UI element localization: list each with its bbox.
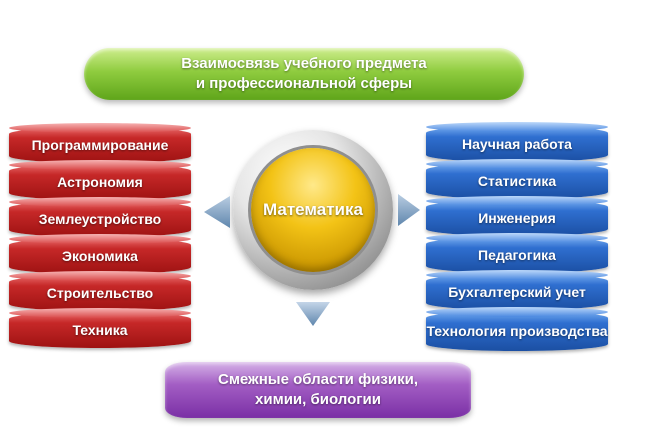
arrow-right-icon xyxy=(398,194,420,226)
top-banner-line-2: и профессиональной сферы xyxy=(195,75,413,92)
center-label: Математика xyxy=(263,200,363,219)
top-banner-line-1: Взаимосвязь учебного предмета xyxy=(181,55,427,72)
center-ring: Математика xyxy=(233,130,393,290)
left-item-engineering-tech: Техника xyxy=(9,308,191,348)
bottom-banner-line-2: химии, биологии xyxy=(255,391,381,408)
top-banner: Взаимосвязь учебного предмета и професси… xyxy=(84,48,524,100)
right-item-accounting: Бухгалтерский учет xyxy=(426,270,608,310)
left-item-construction: Строительство xyxy=(9,271,191,311)
left-item-programming: Программирование xyxy=(9,123,191,163)
left-stack: Программирование Астрономия Землеустройс… xyxy=(9,123,191,349)
left-item-economics: Экономика xyxy=(9,234,191,274)
right-item-research: Научная работа xyxy=(426,122,608,162)
bottom-banner: Смежные области физики, химии, биологии xyxy=(165,362,471,418)
left-item-astronomy: Астрономия xyxy=(9,160,191,200)
left-item-land-management: Землеустройство xyxy=(9,197,191,237)
bottom-banner-line-1: Смежные области физики, xyxy=(217,371,418,388)
right-item-statistics: Статистика xyxy=(426,159,608,199)
right-item-engineering: Инженерия xyxy=(426,196,608,236)
arrow-left-icon xyxy=(204,196,230,228)
right-item-production-technology: Технология производства xyxy=(426,307,608,351)
center-circle: Математика xyxy=(251,148,375,272)
right-item-pedagogy: Педагогика xyxy=(426,233,608,273)
right-stack: Научная работа Статистика Инженерия Педа… xyxy=(426,122,608,352)
arrow-down-icon xyxy=(296,302,330,326)
